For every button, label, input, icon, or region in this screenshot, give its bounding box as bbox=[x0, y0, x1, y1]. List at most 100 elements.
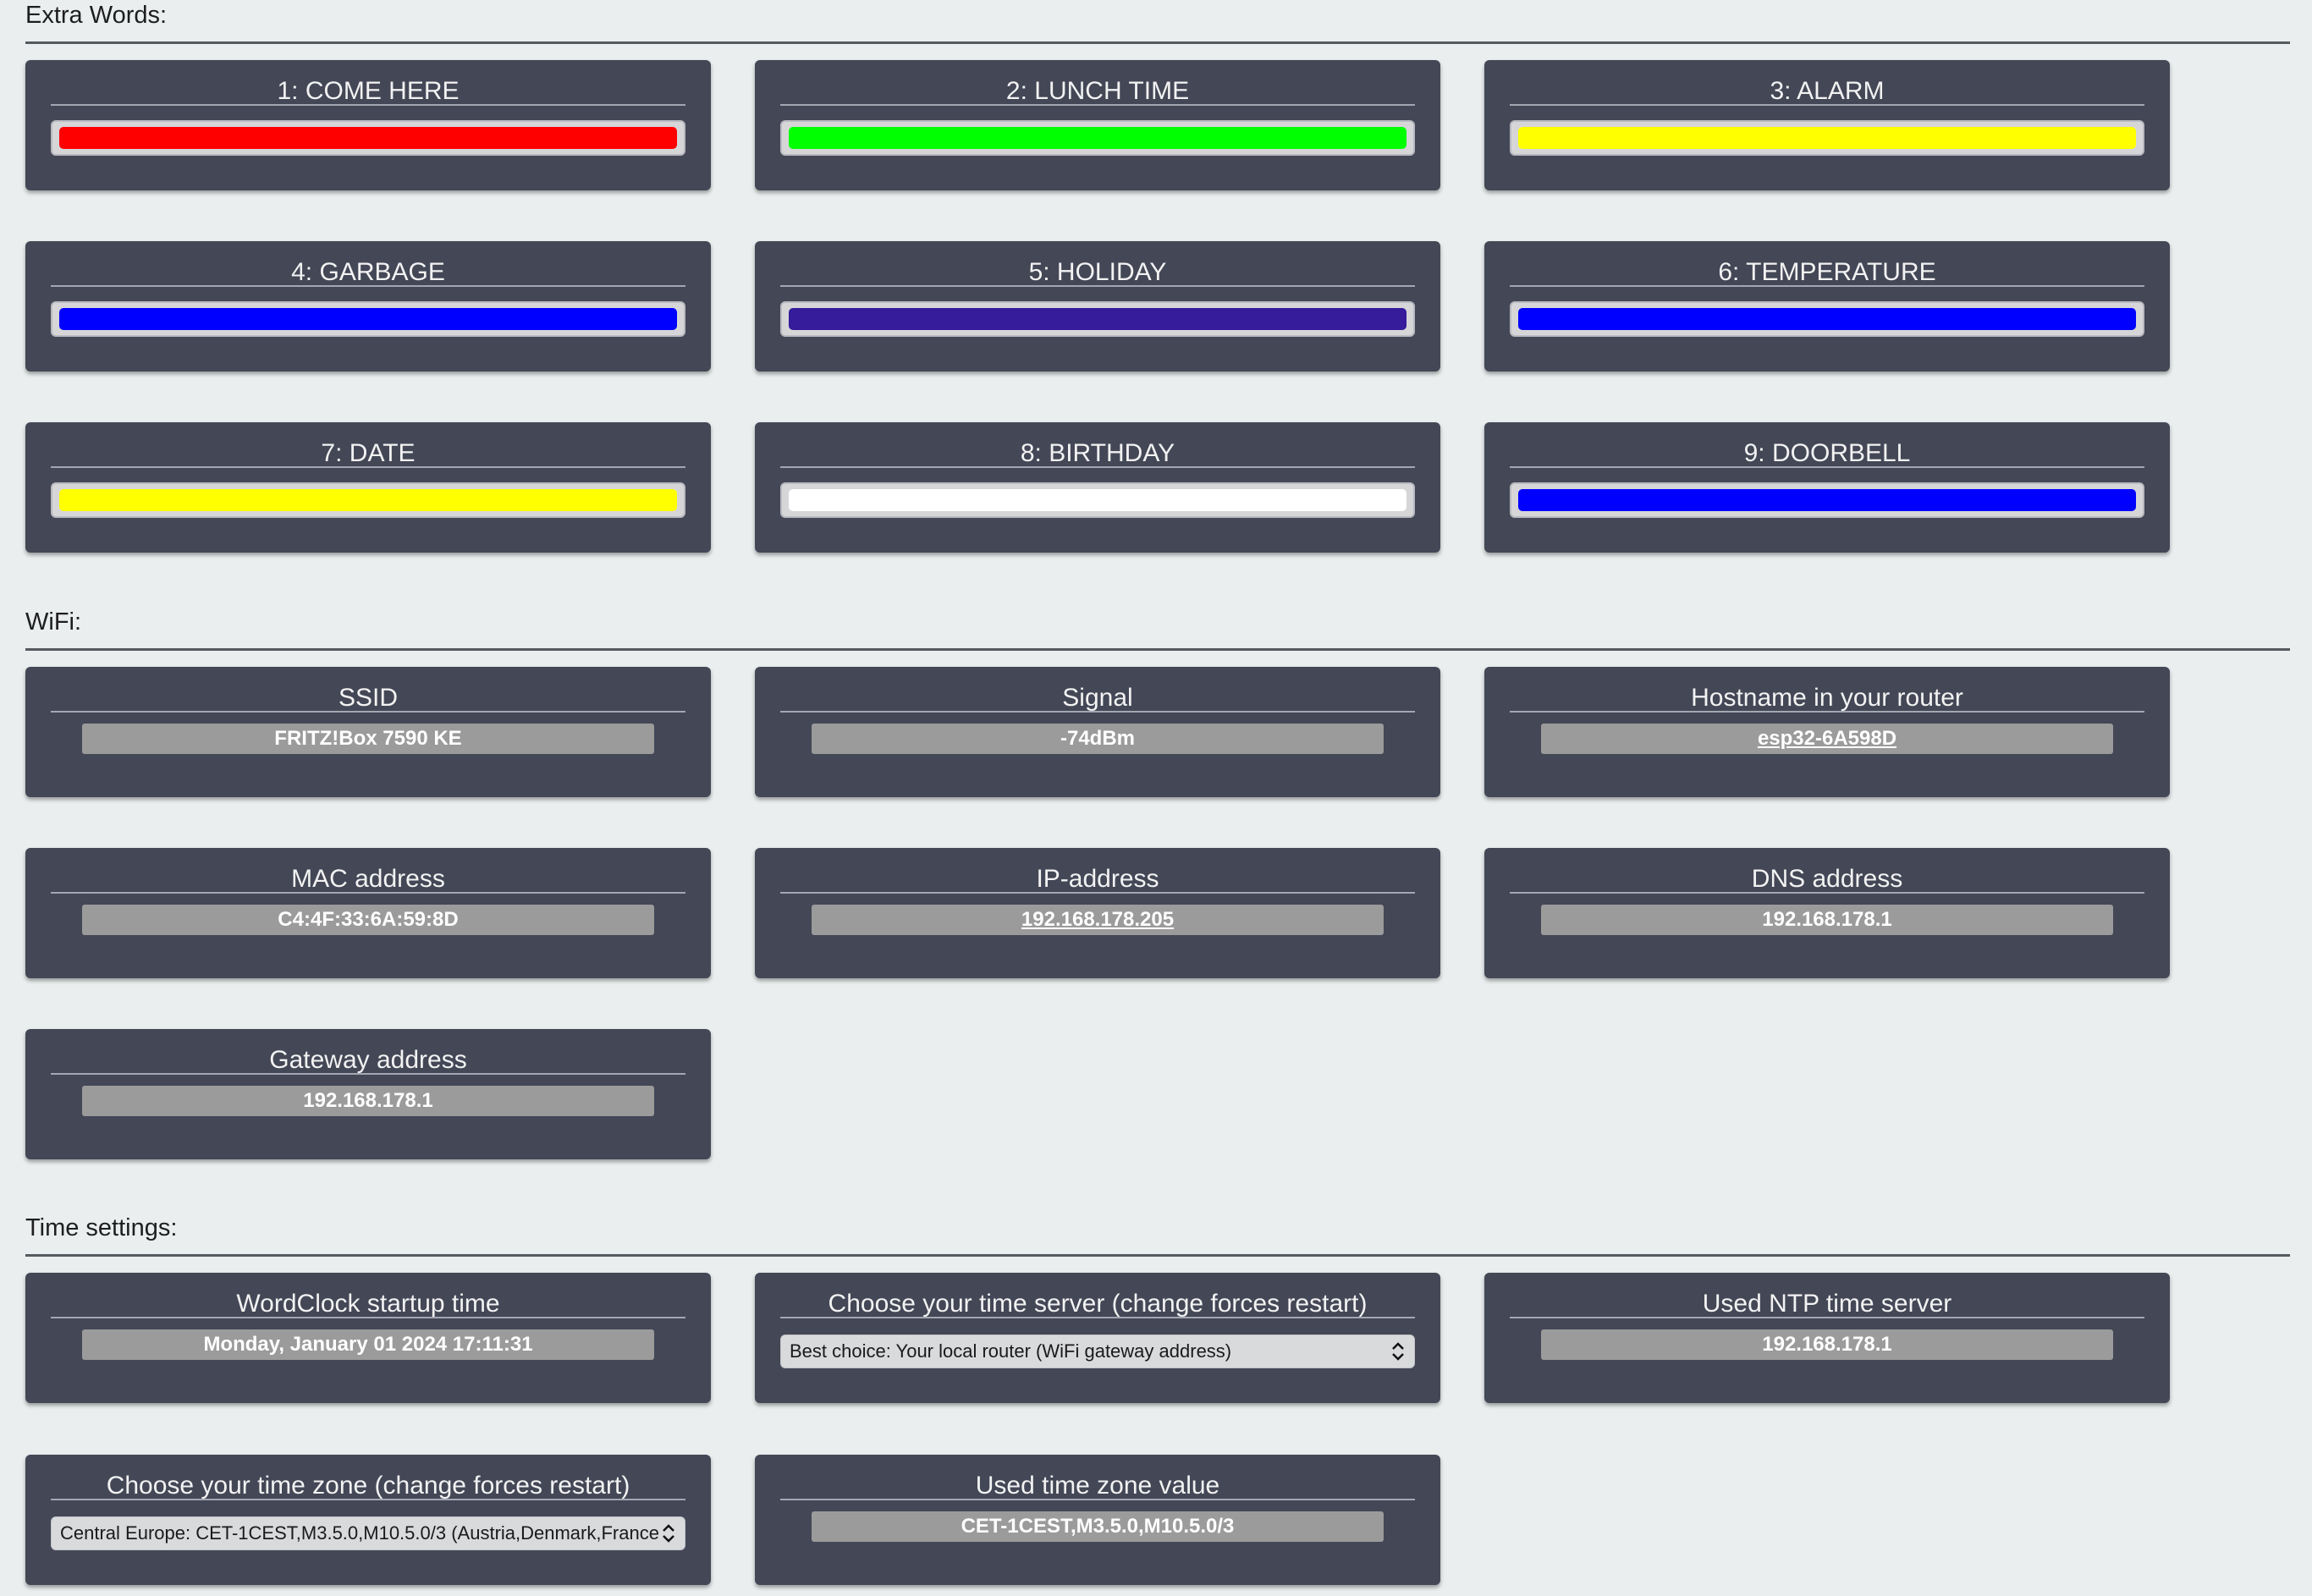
color-swatch bbox=[1518, 489, 2136, 511]
extra-word-card: 3: ALARM bbox=[1484, 60, 2170, 190]
gateway-label: Gateway address bbox=[269, 1046, 467, 1074]
ntp-server-value: 192.168.178.1 bbox=[1541, 1329, 2113, 1360]
card-divider bbox=[1510, 104, 2144, 106]
extra-words-heading: Extra Words: bbox=[25, 2, 168, 29]
extra-word-label: 5: HOLIDAY bbox=[1028, 258, 1167, 286]
card-divider bbox=[51, 1499, 685, 1500]
ip-label: IP-address bbox=[1036, 865, 1159, 893]
extra-word-label: 1: COME HERE bbox=[277, 77, 460, 105]
startup-time-label: WordClock startup time bbox=[236, 1290, 500, 1318]
card-divider bbox=[780, 711, 1415, 713]
ssid-card: SSID FRITZ!Box 7590 KE bbox=[25, 667, 711, 797]
color-swatch bbox=[59, 489, 677, 511]
ssid-value: FRITZ!Box 7590 KE bbox=[82, 724, 654, 754]
time-settings-divider bbox=[25, 1254, 2290, 1257]
time-zone-value: CET-1CEST,M3.5.0,M10.5.0/3 bbox=[812, 1511, 1384, 1542]
extra-word-label: 7: DATE bbox=[321, 439, 416, 467]
color-picker[interactable] bbox=[51, 120, 685, 156]
startup-time-card: WordClock startup time Monday, January 0… bbox=[25, 1273, 711, 1403]
time-zone-select[interactable]: Central Europe: CET-1CEST,M3.5.0,M10.5.0… bbox=[51, 1516, 685, 1550]
chevron-up-down-icon bbox=[1392, 1342, 1404, 1361]
color-picker[interactable] bbox=[780, 301, 1415, 337]
dns-card: DNS address 192.168.178.1 bbox=[1484, 848, 2170, 978]
color-swatch bbox=[1518, 127, 2136, 149]
startup-time-value: Monday, January 01 2024 17:11:31 bbox=[82, 1329, 654, 1360]
extra-word-card: 6: TEMPERATURE bbox=[1484, 241, 2170, 371]
chevron-up-down-icon bbox=[663, 1524, 674, 1543]
extra-word-card: 4: GARBAGE bbox=[25, 241, 711, 371]
wifi-heading: WiFi: bbox=[25, 608, 82, 636]
hostname-label: Hostname in your router bbox=[1691, 684, 1963, 712]
time-server-select[interactable]: Best choice: Your local router (WiFi gat… bbox=[780, 1335, 1415, 1368]
time-zone-value-label: Used time zone value bbox=[975, 1472, 1220, 1500]
extra-word-label: 4: GARBAGE bbox=[291, 258, 445, 286]
gateway-value: 192.168.178.1 bbox=[82, 1086, 654, 1116]
time-server-label: Choose your time server (change forces r… bbox=[828, 1290, 1368, 1318]
color-picker[interactable] bbox=[1510, 301, 2144, 337]
time-zone-card: Choose your time zone (change forces res… bbox=[25, 1455, 711, 1585]
time-server-card: Choose your time server (change forces r… bbox=[755, 1273, 1440, 1403]
card-divider bbox=[780, 1499, 1415, 1500]
extra-word-card: 1: COME HERE bbox=[25, 60, 711, 190]
card-divider bbox=[1510, 1317, 2144, 1318]
card-divider bbox=[51, 466, 685, 468]
extra-word-label: 9: DOORBELL bbox=[1743, 439, 1911, 467]
mac-value: C4:4F:33:6A:59:8D bbox=[82, 905, 654, 935]
time-zone-selected: Central Europe: CET-1CEST,M3.5.0,M10.5.0… bbox=[60, 1522, 659, 1544]
extra-words-divider bbox=[25, 41, 2290, 44]
mac-label: MAC address bbox=[291, 865, 445, 893]
mac-card: MAC address C4:4F:33:6A:59:8D bbox=[25, 848, 711, 978]
card-divider bbox=[1510, 711, 2144, 713]
color-swatch bbox=[59, 127, 677, 149]
extra-word-label: 8: BIRTHDAY bbox=[1020, 439, 1175, 467]
card-divider bbox=[1510, 285, 2144, 287]
color-picker[interactable] bbox=[780, 120, 1415, 156]
card-divider bbox=[51, 711, 685, 713]
color-swatch bbox=[789, 489, 1406, 511]
signal-value: -74dBm bbox=[812, 724, 1384, 754]
extra-word-card: 9: DOORBELL bbox=[1484, 422, 2170, 553]
extra-word-label: 3: ALARM bbox=[1770, 77, 1885, 105]
time-settings-heading: Time settings: bbox=[25, 1214, 178, 1241]
signal-label: Signal bbox=[1062, 684, 1133, 712]
color-picker[interactable] bbox=[51, 301, 685, 337]
dns-label: DNS address bbox=[1751, 865, 1903, 893]
card-divider bbox=[780, 285, 1415, 287]
gateway-card: Gateway address 192.168.178.1 bbox=[25, 1029, 711, 1159]
color-picker[interactable] bbox=[1510, 120, 2144, 156]
ntp-server-card: Used NTP time server 192.168.178.1 bbox=[1484, 1273, 2170, 1403]
card-divider bbox=[51, 1317, 685, 1318]
extra-word-label: 6: TEMPERATURE bbox=[1718, 258, 1936, 286]
dns-value: 192.168.178.1 bbox=[1541, 905, 2113, 935]
ntp-server-label: Used NTP time server bbox=[1702, 1290, 1952, 1318]
extra-word-card: 8: BIRTHDAY bbox=[755, 422, 1440, 553]
card-divider bbox=[780, 892, 1415, 894]
wifi-divider bbox=[25, 648, 2290, 651]
card-divider bbox=[51, 1073, 685, 1075]
color-picker[interactable] bbox=[780, 482, 1415, 518]
time-server-selected: Best choice: Your local router (WiFi gat… bbox=[790, 1340, 1232, 1362]
ip-card: IP-address 192.168.178.205 bbox=[755, 848, 1440, 978]
extra-word-label: 2: LUNCH TIME bbox=[1005, 77, 1190, 105]
card-divider bbox=[51, 285, 685, 287]
color-picker[interactable] bbox=[1510, 482, 2144, 518]
time-zone-label: Choose your time zone (change forces res… bbox=[106, 1472, 630, 1500]
card-divider bbox=[51, 104, 685, 106]
time-zone-value-card: Used time zone value CET-1CEST,M3.5.0,M1… bbox=[755, 1455, 1440, 1585]
signal-card: Signal -74dBm bbox=[755, 667, 1440, 797]
extra-word-card: 5: HOLIDAY bbox=[755, 241, 1440, 371]
hostname-card: Hostname in your router esp32-6A598D bbox=[1484, 667, 2170, 797]
card-divider bbox=[780, 466, 1415, 468]
ip-link[interactable]: 192.168.178.205 bbox=[812, 905, 1384, 935]
color-swatch bbox=[789, 127, 1406, 149]
hostname-link[interactable]: esp32-6A598D bbox=[1541, 724, 2113, 754]
extra-word-card: 7: DATE bbox=[25, 422, 711, 553]
extra-word-card: 2: LUNCH TIME bbox=[755, 60, 1440, 190]
color-picker[interactable] bbox=[51, 482, 685, 518]
color-swatch bbox=[1518, 308, 2136, 330]
card-divider bbox=[51, 892, 685, 894]
color-swatch bbox=[59, 308, 677, 330]
card-divider bbox=[1510, 892, 2144, 894]
card-divider bbox=[780, 104, 1415, 106]
